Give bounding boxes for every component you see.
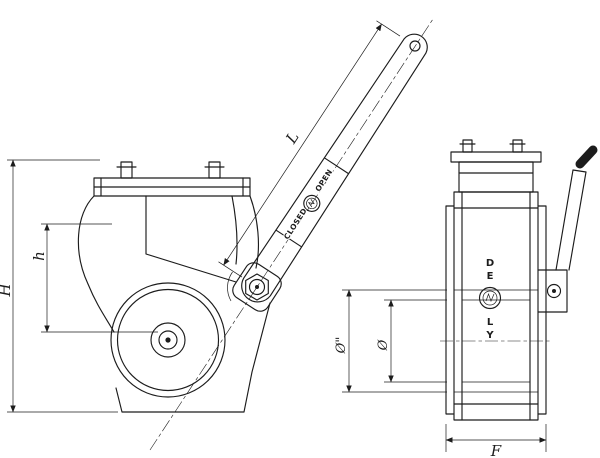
front-stud-left xyxy=(120,161,133,179)
dim-label-H: H xyxy=(0,283,14,298)
front-stud-right xyxy=(208,161,221,179)
dim-H-extension-lines xyxy=(7,159,118,413)
rotation-arc xyxy=(227,271,233,302)
side-body xyxy=(453,191,539,421)
dim-label-F: F xyxy=(490,442,502,458)
dimension-H: H xyxy=(0,159,118,413)
dimension-outer-diameter: Ø" xyxy=(333,289,447,393)
side-lever-bracket xyxy=(537,269,568,313)
pivot-hex-nut xyxy=(245,273,269,301)
body-marking-letter-1: D xyxy=(486,258,494,269)
side-top-plate xyxy=(450,151,542,163)
lever-arm xyxy=(241,33,428,303)
dimension-h: h xyxy=(29,223,158,333)
body-logo-monogram xyxy=(485,292,495,302)
side-lever-shaft xyxy=(555,169,587,271)
dim-L-line xyxy=(223,23,382,266)
dimension-L: L xyxy=(218,20,401,278)
body-marking-letter-2: E xyxy=(487,271,494,282)
body-logo-inner-ring xyxy=(482,290,498,306)
side-neck xyxy=(458,161,534,193)
dim-label-L: L xyxy=(282,128,303,147)
side-lever-grip xyxy=(575,145,598,169)
side-bracket-bolt xyxy=(546,283,562,299)
side-flange-outer-faces xyxy=(445,205,547,415)
disc-shaft-circle xyxy=(158,330,178,350)
body-marking-letter-3: L xyxy=(487,317,494,328)
dimension-inner-diameter: Ø xyxy=(375,299,447,383)
disc-inner-circle xyxy=(116,288,220,392)
front-top-flange-lines xyxy=(93,177,251,197)
dim-od-extension-lines xyxy=(342,289,447,393)
dim-id-extension-lines xyxy=(384,299,447,383)
pivot-center-dot xyxy=(255,285,259,289)
body-neck-line xyxy=(231,195,238,265)
disc-center-dot xyxy=(165,337,171,343)
dim-label-inner-diameter: Ø xyxy=(376,339,391,351)
lever-open-label: OPEN xyxy=(313,167,334,193)
body-base xyxy=(115,302,271,413)
body-rib xyxy=(145,195,237,283)
side-stud-left xyxy=(462,139,473,153)
side-stud-right xyxy=(512,139,523,153)
disc-outer-circle xyxy=(110,282,226,398)
disc-hub-circle xyxy=(150,322,186,358)
body-logo-outer-ring xyxy=(478,286,502,310)
side-body-joints xyxy=(453,207,539,405)
dim-h-extension-lines xyxy=(41,223,158,333)
lever-closed-label: CLOSED xyxy=(282,206,309,241)
body-marking-letter-4: Y xyxy=(485,330,494,341)
side-view: D E L Y xyxy=(440,139,598,421)
lever-assembly: OPEN CLOSED xyxy=(149,18,434,451)
pivot-washer xyxy=(248,278,266,296)
dimension-F: F xyxy=(445,424,547,458)
dim-label-outer-diameter: Ø" xyxy=(334,337,349,355)
brand-logo-body-icon xyxy=(478,286,502,310)
side-bracket-bolt-dot xyxy=(552,289,556,293)
body-outline-left xyxy=(77,195,115,333)
dim-label-h: h xyxy=(30,251,48,261)
dim-L-extension-lines xyxy=(218,20,401,278)
lever-end-hole xyxy=(409,40,421,52)
